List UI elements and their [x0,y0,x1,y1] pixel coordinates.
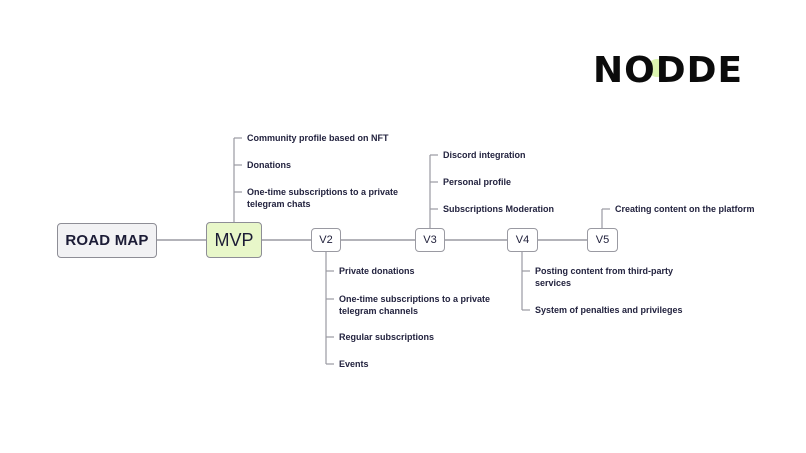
mvp-item-2: Donations [247,160,291,170]
v2-item-2: One-time subscriptions to a private tele… [339,294,491,316]
v2-item-1: Private donations [339,266,415,276]
v4-node: V4 [507,228,538,252]
v4-item-1: Posting content from third-party service… [535,266,673,288]
road-map-node: ROAD MAP [57,223,157,258]
mvp-item-1: Community profile based on NFT [247,133,389,143]
logo-text: NODDE [593,50,744,91]
mvp-node: MVP [206,222,262,258]
v2-item-4: Events [339,359,369,369]
v4-item-2: System of penalties and privileges [535,305,683,315]
nodde-logo: NODDE [593,50,753,92]
v3-item-2: Personal profile [443,177,512,187]
v2-item-3: Regular subscriptions [339,332,435,342]
v3-item-3: Subscriptions Moderation [443,204,555,214]
v5-item-1: Creating content on the platform [615,204,755,214]
v5-node: V5 [587,228,618,252]
logo-accent-dot [648,59,666,77]
v2-node: V2 [311,228,341,252]
v3-node: V3 [415,228,445,252]
v3-item-1: Discord integration [443,150,526,160]
mvp-item-3: One-time subscriptions to a private tele… [247,187,399,209]
